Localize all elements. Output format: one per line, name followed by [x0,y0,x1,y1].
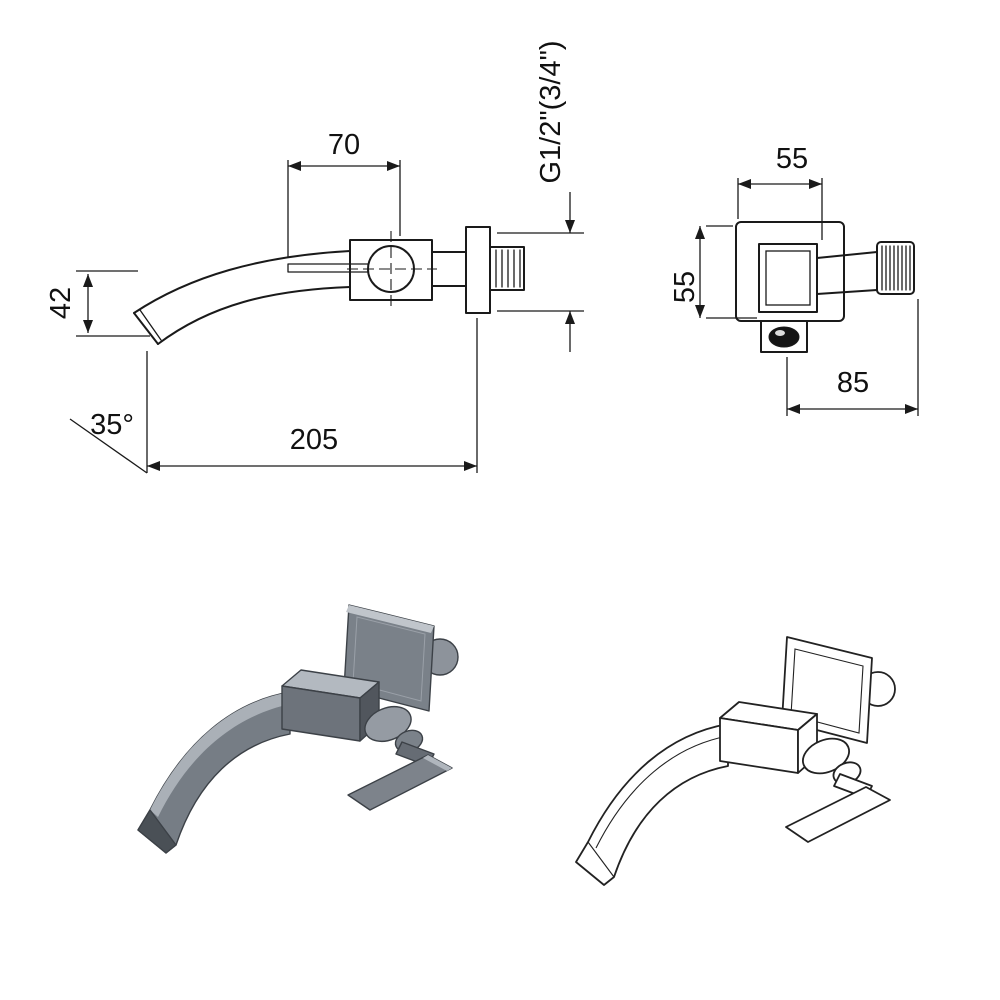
side-view-wall-flange [465,226,491,314]
front-view-spout-outlet [760,320,808,353]
front-view-cartridge-housing [758,243,818,313]
side-view-drawing: 70 G1/2"(3/4") 42 35° [45,40,584,474]
outline-handle [785,737,891,843]
dim-spout-drop: 42 [45,270,150,337]
dim-handle-depth-label: 85 [837,367,869,399]
front-view-handle [816,241,915,295]
outlet-highlight [775,330,785,336]
side-view-spout [133,250,351,345]
dim-handle-depth: 85 [786,299,919,416]
outlet-opening [768,326,800,348]
dim-plate-height: 55 [669,225,757,319]
side-view-pipe [431,251,467,287]
dim-spout-angle: 35° [69,409,148,474]
side-view-body [287,231,437,307]
dim-plate-height-label: 55 [669,271,701,303]
side-view-thread-stub [489,246,525,291]
dim-plate-width: 55 [737,143,823,240]
dim-spout-reach-label: 70 [328,129,360,161]
outline-spout [575,723,729,886]
dim-thread-size: G1/2"(3/4") [497,40,584,352]
render-spout [137,691,291,854]
dim-overall-length-label: 205 [290,424,338,456]
dim-spout-drop-label: 42 [45,287,77,319]
front-view-drawing: 55 55 85 [669,143,919,416]
dim-spout-reach: 70 [287,129,401,258]
isometric-render-shaded [137,604,459,854]
front-view-wall-plate [735,221,845,322]
isometric-render-outline [575,636,896,886]
render-spout-mouth [137,809,177,854]
dim-plate-width-label: 55 [776,143,808,175]
dim-thread-size-label: G1/2"(3/4") [535,40,567,183]
render-handle [347,705,453,811]
outline-handle-lever [785,786,891,843]
dim-spout-angle-label: 35° [90,409,134,441]
dim-overall-length: 205 [146,318,478,473]
